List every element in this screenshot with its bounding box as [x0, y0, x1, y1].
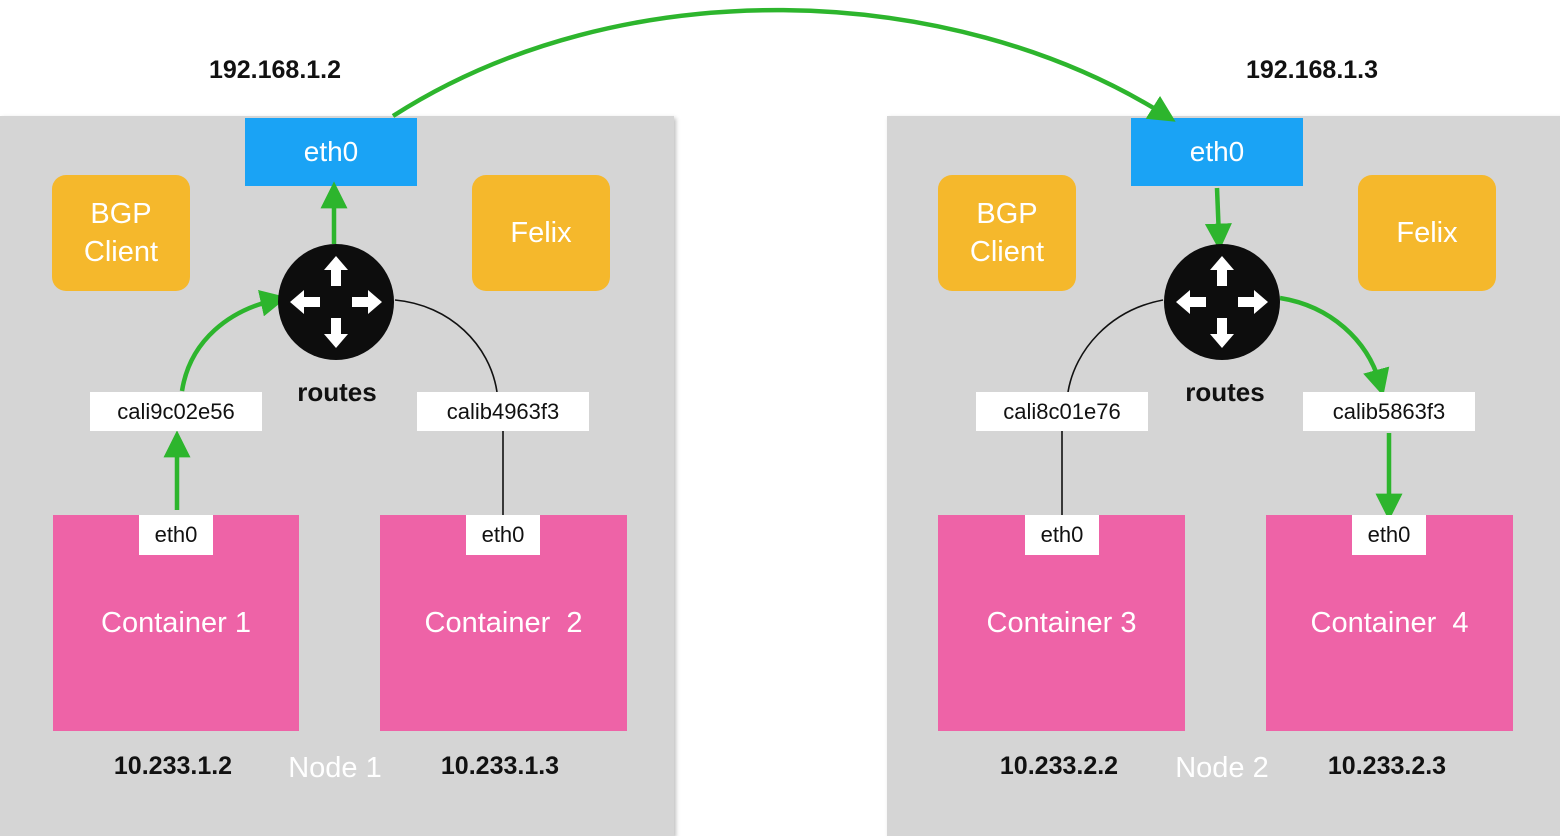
container-2: eth0 Container 2 — [380, 515, 627, 731]
container-2-label: Container 2 — [424, 607, 583, 639]
container-4-ip: 10.233.2.3 — [1327, 752, 1447, 780]
node-2-bgp-line1: BGP — [976, 198, 1038, 230]
container-3-ip: 10.233.2.2 — [999, 752, 1119, 780]
node-2-bgp-client: BGP Client — [938, 175, 1076, 291]
container-3: eth0 Container 3 — [938, 515, 1185, 731]
container-4: eth0 Container 4 — [1266, 515, 1513, 731]
node-2-bgp-line2: Client — [969, 236, 1045, 268]
inter-node-arrow — [391, 7, 1176, 122]
node-1-iface-cali9c02e56: cali9c02e56 — [90, 392, 262, 431]
node-2-router-icon — [1164, 244, 1280, 360]
node-1-host-eth0: eth0 — [245, 118, 417, 186]
node-2-label: Node 2 — [1175, 752, 1269, 784]
node-1-bgp-client: BGP Client — [52, 175, 190, 291]
node-1-iface-calib4963f3: calib4963f3 — [417, 392, 589, 431]
node-1-routes-label: routes — [297, 377, 377, 407]
node-2-host-eth0: eth0 — [1131, 118, 1303, 186]
node-2-link-router-cali8c01e76 — [1067, 299, 1164, 393]
node-2-iface-calib5863f3: calib5863f3 — [1303, 392, 1475, 431]
container-4-eth0: eth0 — [1352, 515, 1426, 555]
node-1-router-icon — [278, 244, 394, 360]
node-1-bgp-line1: BGP — [90, 198, 152, 230]
node-1-host-ip: 192.168.1.2 — [208, 56, 342, 84]
node-1-label: Node 1 — [288, 752, 382, 784]
node-2-routes-label: routes — [1185, 377, 1265, 407]
node-2-arrow-eth0-to-router — [1204, 187, 1232, 251]
node-1-link-router-calib4963f3 — [394, 299, 498, 393]
node-2-host-ip: 192.168.1.3 — [1245, 56, 1379, 84]
container-2-ip: 10.233.1.3 — [440, 752, 560, 780]
container-1-label: Container 1 — [101, 607, 251, 639]
node-1-bgp-line2: Client — [83, 236, 159, 268]
node-1-felix: Felix — [472, 175, 610, 291]
container-3-eth0: eth0 — [1025, 515, 1099, 555]
container-4-label: Container 4 — [1310, 607, 1469, 639]
container-1-eth0: eth0 — [139, 515, 213, 555]
node-2-iface-cali8c01e76: cali8c01e76 — [976, 392, 1148, 431]
node-2-felix: Felix — [1358, 175, 1496, 291]
container-3-label: Container 3 — [986, 607, 1137, 639]
container-1-ip: 10.233.1.2 — [113, 752, 233, 780]
container-1: eth0 Container 1 — [53, 515, 299, 731]
container-2-eth0: eth0 — [466, 515, 540, 555]
node-1-arrow-iface-to-router — [179, 289, 288, 392]
node-2-arrow-router-to-iface — [1279, 295, 1390, 397]
